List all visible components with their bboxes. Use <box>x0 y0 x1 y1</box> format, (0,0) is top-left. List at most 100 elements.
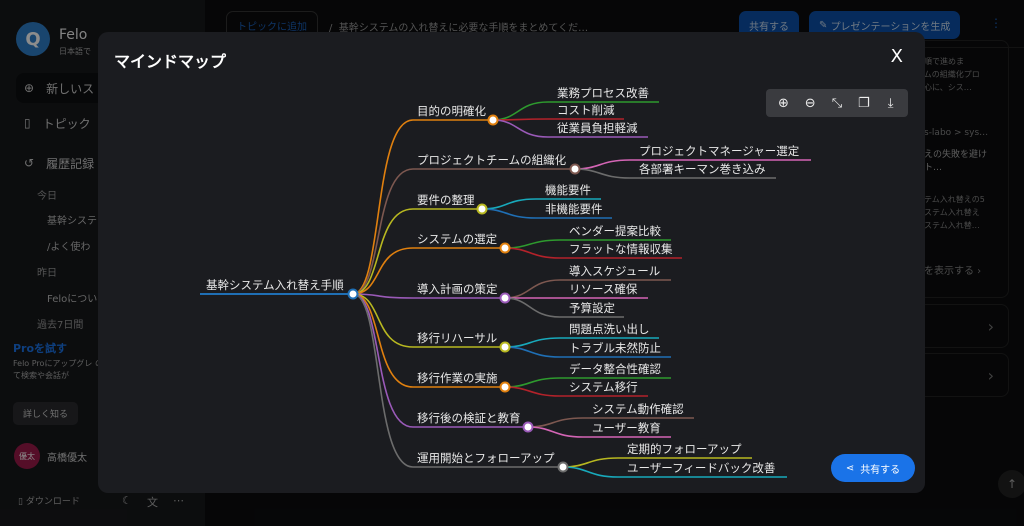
branch-label: 運用開始とフォローアップ <box>417 451 555 465</box>
leaf-label: 機能要件 <box>545 183 591 197</box>
new-search-label: 新しいス <box>46 81 95 96</box>
mindmap-toolbar: ⊕ ⊖ ⤡ ❐ ⤓ <box>766 89 908 117</box>
branch-connector <box>352 208 482 295</box>
sidebar-item-history[interactable]: ↺履歴記録 <box>16 148 206 178</box>
magic-wand-icon: ✎ <box>819 19 831 31</box>
leaf-label: 定期的フォローアップ <box>627 442 742 456</box>
branch-label: 要件の整理 <box>417 193 475 207</box>
fit-screen-icon[interactable]: ⤡ <box>831 95 843 111</box>
download-label: ダウンロード <box>25 497 80 507</box>
leaf-label: ユーザーフィードバック改善 <box>627 461 775 475</box>
branch-node <box>487 114 499 126</box>
branch-connector <box>352 168 575 295</box>
branch-node <box>569 163 581 175</box>
leaf-label: トラブル未然防止 <box>569 341 661 355</box>
scroll-top-button[interactable]: ↑ <box>998 470 1024 498</box>
branch-node <box>499 242 511 254</box>
history-group-today: 今日 <box>37 191 57 202</box>
leaf-connector <box>492 118 624 121</box>
source-card[interactable]: 手順で進めまームの組織化プロ中心に、シス… s-labo > sys… えの失敗… <box>905 40 1009 298</box>
chat-plus-icon: ⊕ <box>24 81 35 95</box>
brand-subtitle: 日本語で <box>59 47 91 56</box>
leaf-label: 非機能要件 <box>545 202 603 216</box>
share-mindmap-button[interactable]: ⋖ 共有する <box>831 454 915 482</box>
felo-logo-icon: Q <box>16 22 50 56</box>
leaf-connector <box>504 247 682 259</box>
user-name: 高橋優太 <box>47 453 87 464</box>
share-icon: ⋖ <box>845 462 855 474</box>
history-group-yesterday: 昨日 <box>37 268 57 279</box>
more-options-icon[interactable]: ⋮ <box>990 16 1002 30</box>
branch-label: 移行作業の実施 <box>417 371 498 385</box>
branch-label: 移行リハーサル <box>417 331 497 345</box>
branch-node <box>499 341 511 353</box>
modal-title: マインドマップ <box>114 52 227 71</box>
mindmap-modal: マインドマップ X ⊕ ⊖ ⤡ ❐ ⤓ ⋖ 共有する <box>98 32 925 493</box>
source-text: 手順で進めまームの組織化プロ中心に、シス… <box>916 57 980 92</box>
copy-icon[interactable]: ❐ <box>857 95 870 111</box>
leaf-label: ベンダー提案比較 <box>569 224 661 238</box>
learn-more-button[interactable]: 詳しく知る <box>13 402 79 425</box>
topics-label: トピック <box>42 116 91 131</box>
branch-node <box>476 203 488 215</box>
source-url: s-labo > sys… <box>924 128 989 138</box>
leaf-label: システム移行 <box>569 380 638 394</box>
close-icon[interactable]: X <box>890 46 903 67</box>
branch-label: プロジェクトチームの組織化 <box>417 153 567 167</box>
leaf-label: リソース確保 <box>569 282 638 296</box>
download-icon[interactable]: ⤓ <box>887 95 894 111</box>
sidebar-item-topics[interactable]: ▯ トピック <box>16 108 206 138</box>
chevron-right-icon: › <box>987 366 994 385</box>
branch-node <box>522 421 534 433</box>
zoom-in-icon[interactable]: ⊕ <box>777 95 789 111</box>
history-group-past7: 過去7日間 <box>37 320 84 331</box>
brand-name: Felo <box>59 27 88 43</box>
chevron-right-icon: › <box>987 317 994 336</box>
leaf-label: 導入スケジュール <box>569 264 660 278</box>
leaf-label: システム動作確認 <box>592 402 684 416</box>
share-label: 共有する <box>860 464 901 476</box>
leaf-connector <box>562 466 787 478</box>
leaf-label: プロジェクトマネージャー選定 <box>639 144 800 158</box>
avatar[interactable]: 優太 <box>14 443 40 469</box>
language-icon[interactable]: 文 <box>147 496 158 509</box>
bookmark-icon: ▯ <box>24 116 31 130</box>
source-title: えの失敗を避けト… <box>924 150 988 173</box>
phone-icon: ▯ <box>18 497 26 507</box>
breadcrumb: / 基幹システムの入れ替えに必要な手順をまとめてくだ… <box>329 23 589 34</box>
zoom-out-icon[interactable]: ⊖ <box>804 95 816 111</box>
more-icon[interactable]: ⋯ <box>173 494 184 507</box>
branch-connector <box>352 293 505 388</box>
pro-title[interactable]: Proを試す <box>13 342 68 355</box>
history-item[interactable]: 基幹システ <box>47 216 97 227</box>
leaf-label: ユーザー教育 <box>592 421 661 435</box>
branch-connector <box>352 247 505 295</box>
root-node <box>347 288 359 300</box>
branch-label: 目的の明確化 <box>417 104 486 118</box>
leaf-connector <box>504 297 624 318</box>
leaf-connector <box>481 208 612 219</box>
branch-connector <box>352 119 493 295</box>
breadcrumb-title: 基幹システムの入れ替えに必要な手順をまとめてくだ… <box>338 23 589 34</box>
leaf-label: データ整合性確認 <box>569 362 661 376</box>
leaf-label: コスト削減 <box>557 103 615 117</box>
branch-label: 移行後の検証と教育 <box>417 411 521 425</box>
history-icon: ↺ <box>24 156 35 170</box>
presentation-label: プレゼンテーションを生成 <box>830 21 951 33</box>
branch-node <box>499 381 511 393</box>
branch-label: システムの選定 <box>417 232 498 246</box>
branch-connector <box>352 293 505 299</box>
leaf-label: 問題点洗い出し <box>569 322 650 336</box>
show-more-link[interactable]: を表示する › <box>924 266 982 277</box>
leaf-label: 予算設定 <box>569 301 615 315</box>
branch-node <box>499 292 511 304</box>
download-button[interactable]: ▯ ダウンロード <box>18 494 80 507</box>
history-item[interactable]: /よく使わ <box>47 242 91 253</box>
leaf-label: 従業員負担軽減 <box>557 121 638 135</box>
history-item[interactable]: Feloについ <box>47 294 98 305</box>
branch-label: 導入計画の策定 <box>417 282 498 296</box>
dark-mode-icon[interactable]: ☾ <box>122 494 132 507</box>
root-label: 基幹システム入れ替え手順 <box>206 278 344 292</box>
